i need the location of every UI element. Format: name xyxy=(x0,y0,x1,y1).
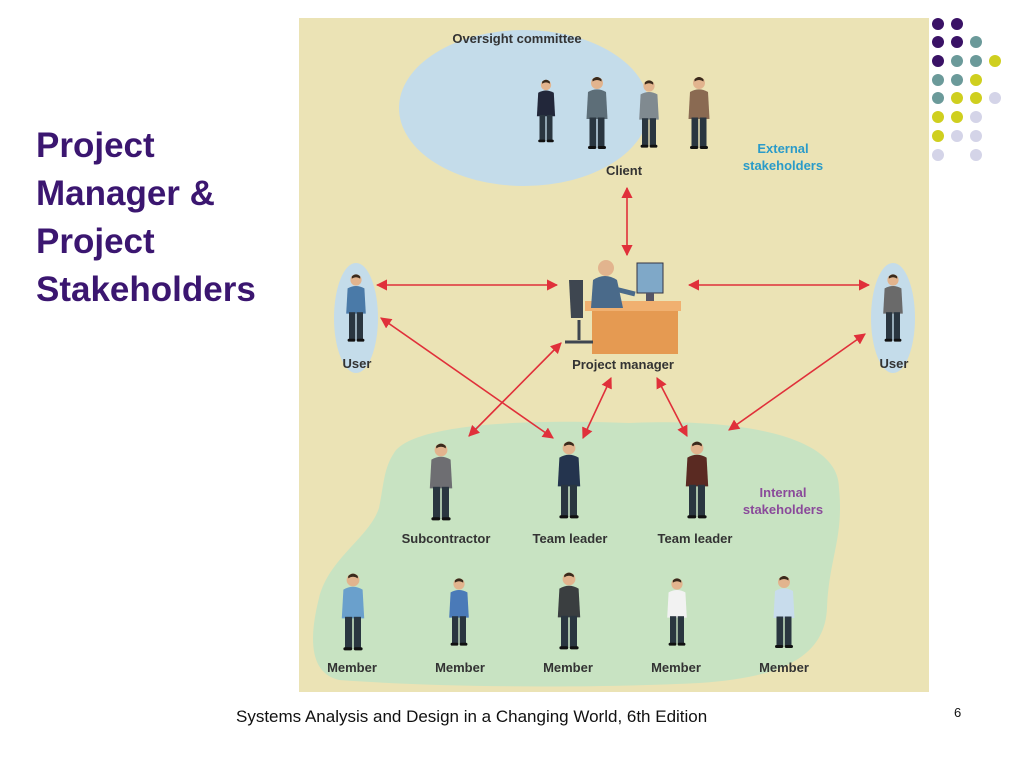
dot xyxy=(951,111,963,123)
page-number: 6 xyxy=(954,705,962,720)
dot xyxy=(932,130,944,142)
arrow-pm-teamleader-1 xyxy=(582,376,612,440)
committee-person-4 xyxy=(688,77,710,149)
dot xyxy=(932,92,944,104)
user-left-highlight xyxy=(334,263,378,373)
monitor xyxy=(636,262,664,294)
user-right-highlight xyxy=(871,263,915,373)
slide-title: Project Manager & Project Stakeholders xyxy=(36,122,298,314)
dot xyxy=(951,130,963,142)
user-right-label: User xyxy=(880,356,909,371)
subcontractor-label: Subcontractor xyxy=(402,531,491,546)
arrow-pm-teamleader-2 xyxy=(656,377,688,437)
internal-stakeholders-label-line-1: Internal xyxy=(760,485,807,500)
member-5-label: Member xyxy=(759,660,809,675)
dot xyxy=(951,92,963,104)
client-label: Client xyxy=(606,163,643,178)
dot xyxy=(970,74,982,86)
project-manager-figure xyxy=(565,260,681,354)
desk-top xyxy=(585,301,681,311)
dot xyxy=(932,18,944,30)
external-stakeholders-area xyxy=(399,30,649,186)
oversight-committee-label: Oversight committee xyxy=(452,31,581,46)
desk xyxy=(592,308,678,354)
dot xyxy=(970,149,982,161)
footer-caption: Systems Analysis and Design in a Changin… xyxy=(236,707,708,726)
title-line-2: Manager & xyxy=(36,174,215,213)
arrow-pm-subcontractor xyxy=(468,342,562,437)
dot xyxy=(970,55,982,67)
title-line-4: Stakeholders xyxy=(36,270,256,309)
dot xyxy=(951,36,963,48)
title-line-3: Project xyxy=(36,222,155,261)
member-4-label: Member xyxy=(651,660,701,675)
dot xyxy=(970,36,982,48)
decorative-dot-grid xyxy=(932,18,1001,161)
dot xyxy=(951,55,963,67)
dot xyxy=(932,55,944,67)
dot xyxy=(989,92,1001,104)
dot xyxy=(932,36,944,48)
dot xyxy=(970,130,982,142)
dot xyxy=(932,111,944,123)
team-leader-1-label: Team leader xyxy=(533,531,608,546)
dot xyxy=(970,111,982,123)
member-2-label: Member xyxy=(435,660,485,675)
internal-stakeholders-label-line-2: stakeholders xyxy=(743,502,823,517)
dot xyxy=(932,74,944,86)
dot xyxy=(951,74,963,86)
external-stakeholders-label-line-2: stakeholders xyxy=(743,158,823,173)
dot xyxy=(989,55,1001,67)
title-line-1: Project xyxy=(36,126,155,165)
stakeholder-diagram: Oversight committee Client External stak… xyxy=(299,18,929,692)
project-manager-label: Project manager xyxy=(572,357,674,372)
office-chair xyxy=(569,280,583,318)
dot xyxy=(932,149,944,161)
team-leader-2-label: Team leader xyxy=(658,531,733,546)
dot xyxy=(970,92,982,104)
member-1-label: Member xyxy=(327,660,377,675)
monitor-stand xyxy=(646,293,654,301)
arrow-user-right-teamleader xyxy=(728,333,866,431)
member-3-label: Member xyxy=(543,660,593,675)
dot xyxy=(951,18,963,30)
external-stakeholders-label-line-1: External xyxy=(757,141,808,156)
user-left-label: User xyxy=(343,356,372,371)
